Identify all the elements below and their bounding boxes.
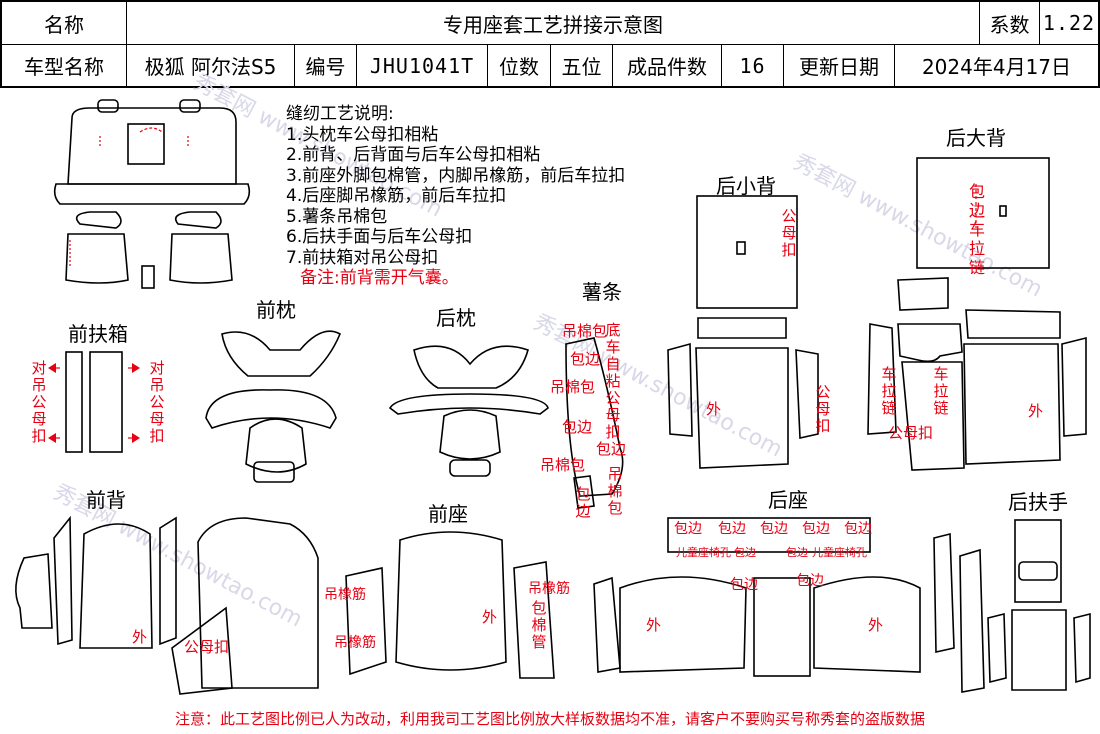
anno-rear-seat-child-hole-2: 儿童座椅孔: [812, 546, 867, 559]
name-label: 名称: [2, 2, 127, 44]
front-seat-pattern: [197, 517, 555, 689]
anno-front-seat-bao-mian-guan: 包棉管: [531, 599, 547, 651]
anno-fries-diao-mian-bao-2: 吊棉包: [550, 378, 596, 396]
coef-value: 1.22: [1042, 11, 1096, 35]
note-item-1: 1.头枕车公母扣相粘: [286, 124, 439, 145]
code-label: 编号: [295, 45, 357, 86]
sewing-notes: 缝纫工艺说明: 1.头枕车公母扣相粘 2.前背、后背面与后车公母扣相粘 3.前座…: [286, 104, 625, 289]
footer-warning: 注意：此工艺图比例已人为改动，利用我司工艺图比例放大样板数据均不准，请客户不要购…: [174, 710, 925, 728]
anno-rear-small-gong-mu-kou-2: 公母扣: [815, 383, 831, 435]
front-seats-thumbnail: [65, 211, 233, 289]
seats-value: 五位: [551, 45, 613, 86]
model-value: 极狐 阿尔法S5: [127, 45, 295, 86]
fries-pattern: [565, 337, 624, 509]
anno-front-back-gong-mu-kou: 公母扣: [184, 638, 230, 656]
label-front-seat: 前座: [428, 502, 468, 526]
header-row-1: 名称 专用座套工艺拼接示意图 系数 1.22: [2, 2, 1098, 45]
date-label: 更新日期: [784, 45, 895, 86]
notes-remark: 备注:前背需开气囊。: [300, 268, 459, 288]
model-label: 车型名称: [2, 45, 127, 86]
note-item-6: 6.后扶手面与后车公母扣: [286, 227, 473, 247]
pieces-value: 16: [722, 45, 784, 86]
anno-rear-big-bao-bian-che-la-lian: 包边车拉链: [968, 182, 985, 277]
front-headrest-pattern: [205, 330, 342, 483]
header-table: 名称 专用座套工艺拼接示意图 系数 1.22 车型名称 极狐 阿尔法S5 编号 …: [0, 0, 1100, 88]
label-front-back: 前背: [86, 488, 126, 512]
anno-fries-bao-bian-1: 包边: [570, 350, 601, 368]
note-item-7: 7.前扶箱对吊公母扣: [286, 247, 439, 268]
anno-rear-big-che-la-lian-left: 车拉链: [881, 365, 897, 417]
anno-fries-diao-mian-bao-1: 吊棉包: [562, 322, 608, 340]
pieces-label: 成品件数: [613, 45, 722, 86]
anno-rear-small-wai: 外: [706, 400, 722, 418]
anno-dui-diao-right: 对吊公母扣: [149, 359, 165, 445]
front-back-pattern: [15, 515, 233, 695]
page-title: 专用座套工艺拼接示意图: [127, 2, 980, 44]
anno-fries-bao-bian-3: 包边: [596, 440, 627, 458]
pattern-canvas: 秀套网 www.showtao.com 秀套网 www.showtao.com …: [0, 70, 1100, 734]
label-rear-small-back: 后小背: [716, 174, 776, 198]
date-value: 2024年4月17日: [921, 55, 1072, 79]
note-item-2: 2.前背、后背面与后车公母扣相粘: [286, 145, 541, 165]
seats-label: 位数: [488, 45, 551, 86]
anno-rear-big-che-la-lian-right: 车拉链: [933, 365, 949, 417]
label-rear-seat: 后座: [768, 488, 808, 512]
anno-rear-seat-bao-bian-4: 包边: [802, 521, 830, 537]
anno-front-seat-wai: 外: [482, 608, 498, 626]
anno-fries-bao-bian-2: 包边: [562, 418, 593, 436]
anno-rear-small-gong-mu-kou: 公母扣: [781, 207, 797, 259]
anno-rear-big-wai: 外: [1028, 402, 1044, 420]
note-item-5: 5.薯条吊棉包: [286, 206, 388, 227]
anno-rear-seat-bao-bian-3: 包边: [760, 521, 788, 537]
anno-fries-bao-bian-4: 包边: [575, 485, 591, 520]
anno-fries-diao-mian-bao-4: 吊棉包: [607, 465, 623, 517]
note-item-4: 4.后座脚吊橡筋，前后车拉扣: [286, 186, 507, 206]
label-front-headrest: 前枕: [256, 298, 296, 322]
rear-headrest-pattern: [388, 345, 549, 477]
label-rear-big-back: 后大背: [946, 126, 1006, 150]
anno-fries-di-che: 底车自粘公母扣: [605, 321, 621, 441]
anno-front-seat-diao-xiang-jin-1: 吊橡筋: [324, 587, 366, 603]
header-row-2: 车型名称 极狐 阿尔法S5 编号 JHU1041T 位数 五位 成品件数 16 …: [2, 45, 1098, 86]
anno-rear-big-gong-mu-kou: 公母扣: [888, 424, 934, 442]
anno-rear-seat-bao-bian-6: 包边: [734, 546, 756, 559]
rear-big-back-pattern: [867, 157, 1087, 471]
rear-armrest-pattern: [987, 519, 1091, 691]
pattern-outlines: [15, 99, 1091, 695]
code-value: JHU1041T: [357, 45, 488, 86]
front-armrest-box-pattern: [65, 351, 123, 453]
rear-small-back-pattern: [667, 195, 819, 469]
label-front-armrest-box: 前扶箱: [68, 322, 128, 346]
anno-front-seat-diao-xiang-jin-2: 吊橡筋: [334, 635, 376, 651]
anno-rear-seat-bao-bian-1: 包边: [674, 521, 702, 537]
anno-dui-diao-left: 对吊公母扣: [31, 359, 47, 445]
anno-rear-seat-child-hole-1: 儿童座椅孔: [676, 546, 731, 559]
anno-rear-seat-wai-left: 外: [646, 616, 662, 634]
label-fries: 薯条: [582, 280, 622, 304]
label-rear-headrest: 后枕: [436, 306, 476, 330]
rear-seat-pattern: [593, 517, 985, 693]
note-item-3: 3.前座外脚包棉管，内脚吊橡筋，前后车拉扣: [286, 165, 626, 186]
anno-rear-seat-bao-bian-9: 包边: [796, 573, 824, 589]
label-rear-armrest: 后扶手: [1008, 490, 1068, 514]
anno-rear-seat-bao-bian-8: 包边: [730, 577, 758, 593]
coef-label: 系数: [980, 2, 1040, 44]
anno-rear-seat-bao-bian-7: 包边: [786, 546, 808, 559]
anno-fries-diao-mian-bao-3: 吊棉包: [540, 456, 586, 474]
rear-seat-thumbnail: [53, 99, 251, 205]
anno-front-seat-diao-xiang-jin-3: 吊橡筋: [528, 581, 570, 597]
notes-title: 缝纫工艺说明:: [286, 104, 394, 124]
anno-rear-seat-bao-bian-2: 包边: [718, 521, 746, 537]
anno-rear-seat-bao-bian-5: 包边: [844, 521, 872, 537]
anno-rear-seat-wai-right: 外: [868, 616, 884, 634]
anno-front-back-wai: 外: [132, 628, 148, 646]
